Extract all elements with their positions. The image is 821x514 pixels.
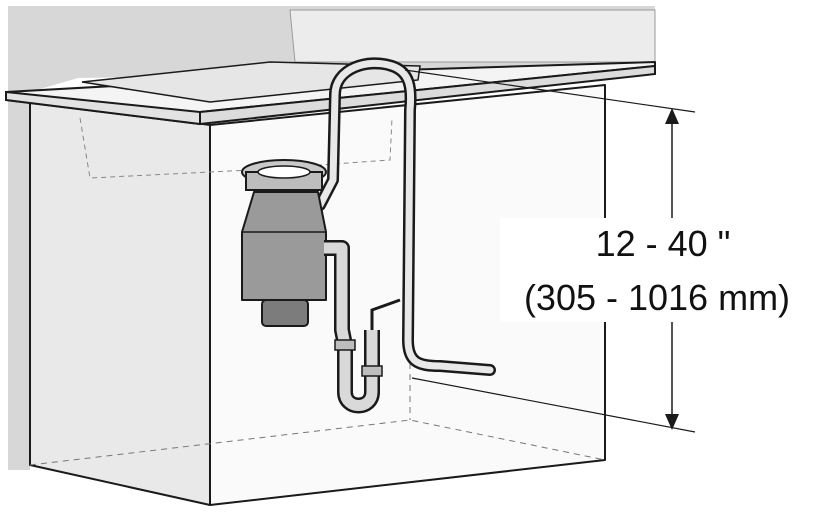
sink-opening <box>81 61 421 103</box>
cabinet-side-panel <box>29 99 211 506</box>
dimension-label-background <box>500 218 818 322</box>
mounting-ring-top <box>257 165 311 179</box>
trap-outlet <box>370 298 401 330</box>
sink-basin <box>79 117 393 179</box>
extension-line-top <box>404 69 696 113</box>
dimension-inches-label: 12 - 40 " <box>595 223 731 264</box>
countertop-right-edge <box>199 64 656 126</box>
dimension-mm-label: (305 - 1016 mm) <box>523 277 791 318</box>
dimension-arrow-top <box>665 108 679 124</box>
discharge-pipe-inner <box>324 242 378 411</box>
drain-hose-inner <box>316 59 494 374</box>
upper-ledge <box>289 9 656 63</box>
trap-coupling-left <box>334 339 356 351</box>
extension-line-bottom <box>411 377 696 433</box>
disposer-body <box>241 191 327 301</box>
trap-coupling-right <box>361 365 383 377</box>
dimension-arrow-bottom <box>665 414 679 430</box>
disposer-lower-housing <box>261 299 309 327</box>
